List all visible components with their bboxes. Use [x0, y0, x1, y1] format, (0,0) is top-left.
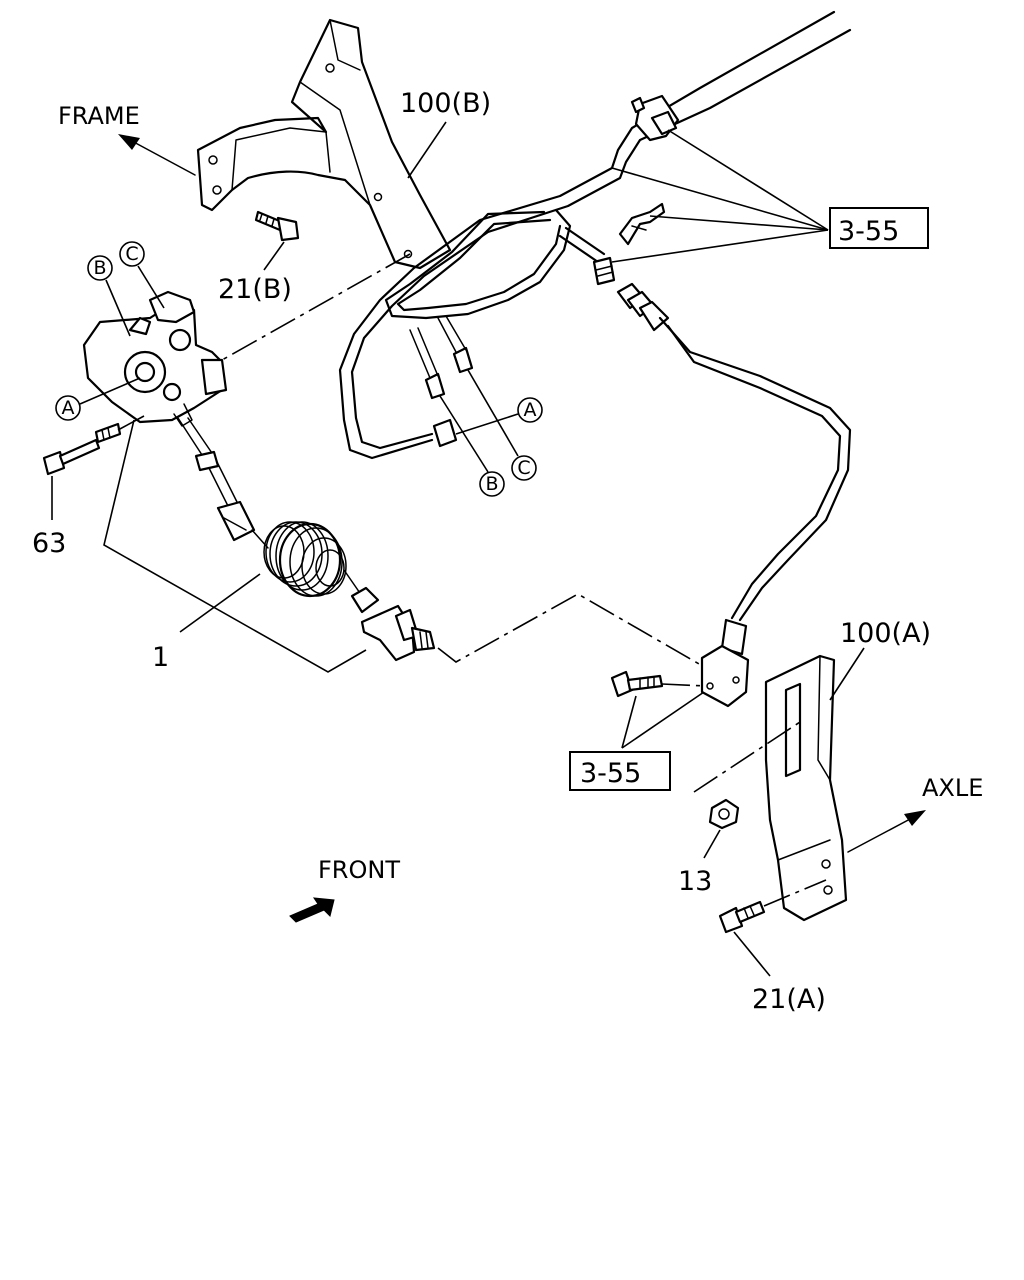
- label-21b: 21(B): [218, 274, 292, 305]
- front-direction: FRONT: [289, 856, 400, 923]
- leader-355-top-3: [649, 215, 829, 231]
- frame-arrow-head: [118, 134, 140, 150]
- ref-box-bottom: [569, 751, 671, 791]
- label-13: 13: [678, 866, 712, 897]
- bracket-b-hole: [208, 155, 218, 165]
- leader-63-link: [117, 415, 145, 431]
- leader-a-pipe: [455, 413, 519, 435]
- leader-355-top-1: [667, 129, 829, 231]
- junction-block: [700, 644, 750, 708]
- frame-label: FRAME: [58, 102, 140, 130]
- callout-a-pipe: A: [517, 397, 543, 423]
- svg-text:A: A: [524, 399, 537, 421]
- svg-text:B: B: [485, 473, 498, 495]
- label-21a: 21(A): [752, 984, 826, 1015]
- leader-21a: [733, 931, 771, 977]
- centerline-nut-bracket: [693, 721, 801, 793]
- frame-direction: FRAME: [58, 102, 196, 176]
- leader-355-top-4: [611, 229, 829, 263]
- ref-bottom-label: 3-55: [580, 758, 641, 789]
- brake-pipes: [338, 10, 852, 460]
- centerline-adjuster-block: [437, 593, 707, 669]
- axle-direction: AXLE: [847, 774, 983, 853]
- block-bolt: [610, 670, 707, 698]
- linkage-rod: [177, 417, 256, 542]
- leader-b-pipe: [439, 395, 489, 473]
- frame-arrow-line: [129, 139, 196, 176]
- ref-top-label: 3-55: [838, 216, 899, 247]
- label-100a: 100(A): [840, 618, 931, 649]
- svg-text:C: C: [517, 457, 530, 479]
- centerline-bracket-valve: [221, 253, 411, 361]
- bracket-100b: [196, 18, 452, 270]
- pipe-fitting-upper: [592, 256, 616, 286]
- pipe-clip-small: [618, 202, 666, 246]
- bracket-b-hole: [403, 249, 413, 259]
- svg-text:B: B: [93, 257, 106, 279]
- leader-1: [179, 573, 261, 633]
- bracket-b-hole: [373, 192, 383, 202]
- callout-a-valve: A: [55, 395, 81, 421]
- axle-label: AXLE: [922, 774, 983, 802]
- bolt-21a: [718, 879, 827, 934]
- leader-355-bottom-2: [621, 691, 705, 749]
- leader-c-valve: [137, 265, 165, 309]
- brake-hose: [658, 316, 852, 656]
- front-label: FRONT: [318, 856, 400, 884]
- leader-b-valve: [105, 279, 131, 337]
- callout-c-pipe: C: [511, 455, 537, 481]
- leader-21b: [263, 241, 285, 271]
- svg-text:A: A: [62, 397, 75, 419]
- adjuster-bracket: [350, 586, 436, 662]
- leader-1-group: [103, 419, 367, 673]
- label-1: 1: [152, 642, 169, 673]
- label-100b: 100(B): [400, 88, 491, 119]
- bolt-21b: [254, 210, 300, 242]
- callout-b-pipe: B: [479, 471, 505, 497]
- label-63: 63: [32, 528, 66, 559]
- leader-355-bottom-1: [621, 695, 637, 749]
- bracket-b-hole: [212, 185, 222, 195]
- axle-arrow-line: [847, 817, 913, 853]
- valve-body: [82, 290, 228, 427]
- callout-c-valve: C: [119, 241, 145, 267]
- callout-b-valve: B: [87, 255, 113, 281]
- axle-arrow-head: [904, 810, 926, 826]
- leader-13: [703, 829, 721, 859]
- leader-355-top-2: [611, 167, 829, 231]
- hose-fitting: [616, 282, 670, 332]
- bracket-b-hole: [325, 63, 335, 73]
- spring: [251, 521, 363, 598]
- leader-100a: [829, 647, 865, 701]
- bolt-63: [42, 422, 122, 476]
- pipe-clip: [630, 94, 680, 142]
- bracket-100a: [764, 654, 848, 922]
- leader-c-pipe: [467, 369, 519, 457]
- pipe-fittings-mid: [409, 315, 474, 448]
- leader-a-valve: [79, 377, 141, 405]
- ref-box-top: [829, 207, 929, 249]
- leader-100b: [407, 121, 447, 179]
- svg-text:C: C: [125, 243, 138, 265]
- front-arrow-icon: [289, 897, 335, 923]
- nut-13: [708, 798, 740, 830]
